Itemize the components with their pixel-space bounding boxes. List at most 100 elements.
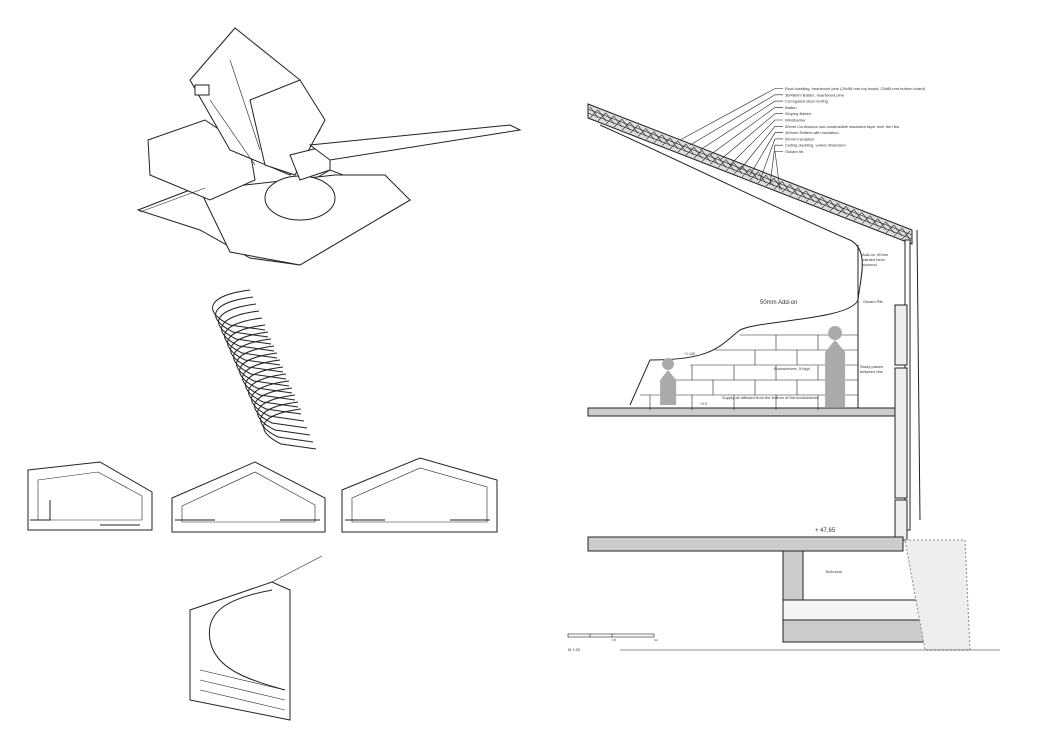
leader-line — [759, 138, 783, 181]
leader-line — [729, 119, 783, 166]
scale-tick-2: 1m — [654, 638, 659, 642]
study-places-label-2: between ribs — [860, 369, 883, 374]
insulation-hatch — [853, 209, 863, 221]
insulation-hatch — [773, 178, 783, 190]
insulation-hatch — [789, 184, 799, 196]
leader-line — [719, 113, 783, 161]
insulation-hatch — [805, 190, 815, 203]
insulation-hatch — [701, 150, 711, 162]
rib — [254, 387, 308, 429]
insulation-hatch — [845, 206, 855, 218]
addon-note-1: Add-on, 50mm — [862, 252, 889, 257]
addon-note-3: plywood — [862, 262, 877, 267]
rib — [260, 401, 314, 443]
study-places-label-1: Study-places — [860, 364, 883, 369]
glulam-rib-label: Glulam Rib — [863, 299, 884, 304]
insulation-hatch — [597, 109, 607, 122]
insulation-hatch — [653, 131, 663, 143]
insulation-hatch — [725, 159, 735, 171]
roof-layer-label: 300mm Rafters with insulation — [785, 130, 839, 135]
insulation-hatch — [661, 134, 671, 146]
roof-layer-labels: Roof cladding, heartwood pine (20x98 mm … — [679, 86, 926, 191]
rib — [263, 408, 317, 450]
rib — [215, 296, 269, 338]
level-upper: +1.145 — [684, 352, 695, 356]
insulation-hatch — [685, 143, 695, 156]
rib — [248, 373, 302, 415]
detail-section — [587, 103, 1000, 651]
person-silhouette-small — [660, 358, 677, 405]
addon-label: 50mm Add-on — [760, 300, 797, 306]
scale-label: M 1:20 — [568, 647, 581, 652]
roof-layer-label: 36/48mm Batten, heartwood pine — [785, 92, 845, 97]
insulation-hatch — [629, 122, 639, 134]
insulation-hatch — [733, 162, 743, 175]
insulation-hatch — [621, 119, 631, 131]
insulation-hatch — [877, 218, 887, 231]
roof-layer-label: Glulam rib — [785, 149, 804, 154]
insulation-hatch — [869, 215, 879, 227]
technical-room-label: Technical — [825, 569, 842, 574]
scale-bar: 0.5 1m — [567, 633, 659, 642]
rib — [245, 366, 299, 408]
leader-line — [769, 144, 783, 186]
roof-layer-label: Windbarrier — [785, 118, 806, 123]
level-ground: + 47,65 — [815, 528, 836, 534]
insulation-hatch — [741, 165, 751, 178]
rib — [230, 331, 284, 373]
insulation-hatch — [893, 224, 903, 237]
rib — [242, 359, 296, 401]
ribs-axonometric — [212, 289, 317, 450]
insulation-hatch — [645, 128, 655, 140]
insulation-hatch — [757, 171, 767, 184]
leader-line — [774, 151, 783, 191]
rib-sections — [27, 457, 498, 533]
leader-line — [739, 126, 783, 171]
insulation-hatch — [885, 221, 895, 234]
insulation-hatch — [709, 153, 719, 165]
rib — [224, 317, 278, 359]
insulation-hatch — [749, 168, 759, 181]
insulation-hatch — [813, 193, 823, 206]
insulation-hatch — [613, 115, 623, 128]
rib — [251, 380, 305, 422]
insulation-hatch — [669, 137, 679, 150]
insulation-hatch — [717, 156, 727, 168]
leader-line — [679, 88, 783, 141]
insulation-hatch — [797, 187, 807, 199]
insulation-hatch — [821, 196, 831, 209]
scale-tick-1: 0.5 — [612, 638, 617, 642]
insulation-hatch — [693, 147, 703, 159]
insulation-hatch — [637, 125, 647, 137]
roof-layer-label: Roof cladding, heartwood pine (20x98 mm … — [785, 86, 926, 91]
rib — [239, 352, 293, 394]
insulation-hatch — [605, 112, 615, 125]
rib — [218, 303, 272, 345]
insulation-hatch — [861, 212, 871, 224]
addon-perspective — [189, 555, 323, 721]
leader-line — [709, 107, 783, 156]
rib — [236, 345, 290, 387]
bookshelves-label: Bookshelves, 5 high — [774, 366, 810, 371]
insulation-hatch — [765, 175, 775, 187]
roof-layer-label: Batten — [785, 105, 797, 110]
leader-line — [699, 100, 783, 151]
rib — [227, 324, 281, 366]
rib — [212, 289, 266, 331]
insulation-hatch — [781, 181, 791, 193]
building-axonometric — [136, 27, 522, 266]
roof-layer-label: Ceiling cladding, varied dimension — [785, 143, 846, 148]
level-floor: +0.0 — [700, 402, 707, 406]
insulation-hatch — [829, 199, 839, 212]
supply-air-label: Supply air diffused from the bottom of t… — [722, 395, 818, 400]
roof-layer-label: 50mm Insulation — [785, 136, 814, 141]
leader-line — [749, 132, 783, 176]
rib — [233, 338, 287, 380]
roof-layer-label: Sloping Batten — [785, 111, 811, 116]
leader-line — [689, 94, 783, 146]
roof-layer-label: Corrugated steel roofing — [785, 99, 828, 104]
insulation-hatch — [901, 227, 911, 240]
addon-note-2: painted birch — [862, 257, 885, 262]
